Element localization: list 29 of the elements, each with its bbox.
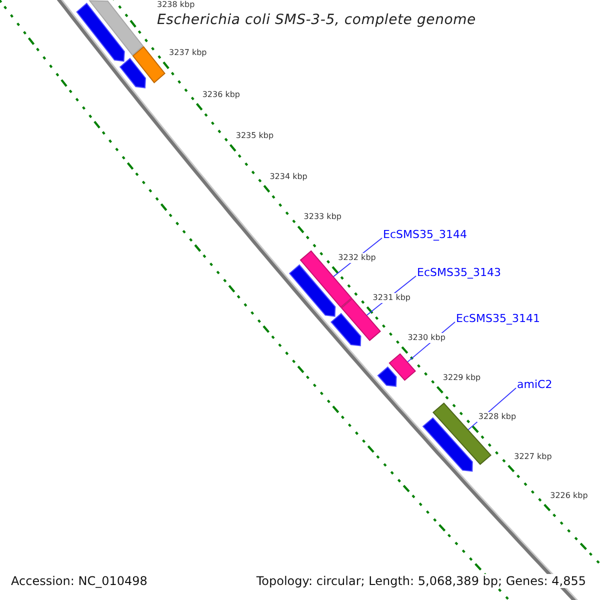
gene-label: EcSMS35_3144 — [383, 228, 467, 241]
gene-feature — [330, 312, 362, 346]
gene-label: EcSMS35_3141 — [456, 312, 540, 325]
tick-label: 3229 kbp — [442, 372, 482, 383]
gene-feature — [388, 353, 416, 381]
tick-label: 3232 kbp — [337, 252, 377, 263]
gene-feature — [288, 264, 336, 317]
diagram-title: Escherichia coli SMS-3-5, complete genome — [157, 12, 476, 28]
tick-label: 3234 kbp — [268, 172, 308, 182]
gene-label: amiC2 — [517, 378, 552, 391]
tick-label: 3228 kbp — [477, 412, 518, 422]
accession-text: Accession: NC_010498 — [9, 574, 150, 588]
gene-label: EcSMS35_3143 — [417, 266, 501, 279]
gene-feature — [88, 0, 144, 56]
gene-feature — [132, 46, 166, 84]
tick-label: 3231 kbp — [372, 293, 412, 304]
tick-label: 3237 kbp — [168, 48, 208, 58]
genome-summary-text: Topology: circular; Length: 5,068,389 bp; Genes: 4,855 — [254, 574, 588, 588]
tick-label: 3233 kbp — [302, 212, 342, 222]
gene-feature — [119, 58, 146, 88]
gene-feature — [76, 2, 125, 62]
tick-label: 3226 kbp — [549, 490, 589, 501]
tick-label: 3235 kbp — [234, 130, 275, 141]
gene-feature — [377, 366, 397, 387]
tick-label: 3236 kbp — [201, 90, 242, 100]
tick-label: 3230 kbp — [406, 333, 446, 344]
tick-label: 3227 kbp — [513, 452, 553, 462]
gene-feature — [422, 417, 473, 472]
tick-label: 3238 kbp — [156, 0, 196, 10]
